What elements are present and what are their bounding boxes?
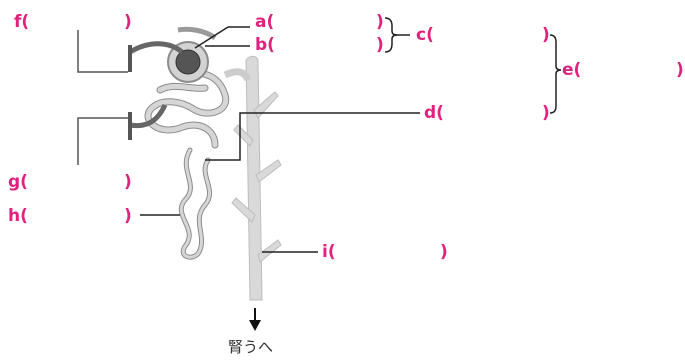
brace-ab xyxy=(385,18,397,52)
label-e: e( xyxy=(562,60,581,80)
vessel-brackets xyxy=(78,30,130,165)
renal-pelvis-caption: 腎うへ xyxy=(228,338,273,356)
label-b: b( xyxy=(255,35,275,55)
glomerulus xyxy=(176,50,200,74)
collecting-duct xyxy=(232,56,281,300)
label-f-close: ) xyxy=(124,12,132,32)
label-c: c( xyxy=(416,25,434,45)
label-h-close: ) xyxy=(124,206,132,226)
label-i: i( xyxy=(322,242,336,262)
label-b-close: ) xyxy=(376,35,384,55)
label-a: a( xyxy=(255,12,274,32)
label-e-close: ) xyxy=(676,60,684,80)
label-i-close: ) xyxy=(440,242,448,262)
label-d: d( xyxy=(424,103,444,123)
arrow-down-icon xyxy=(249,320,261,331)
label-g: g( xyxy=(8,172,28,192)
brace-cd xyxy=(550,35,561,113)
vessel-top xyxy=(178,29,215,38)
label-d-close: ) xyxy=(542,103,550,123)
label-a-close: ) xyxy=(376,12,384,32)
label-g-close: ) xyxy=(124,172,132,192)
label-c-close: ) xyxy=(542,25,550,45)
label-h: h( xyxy=(8,206,28,226)
label-f: f( xyxy=(14,12,29,32)
connecting-tubule xyxy=(225,72,248,80)
